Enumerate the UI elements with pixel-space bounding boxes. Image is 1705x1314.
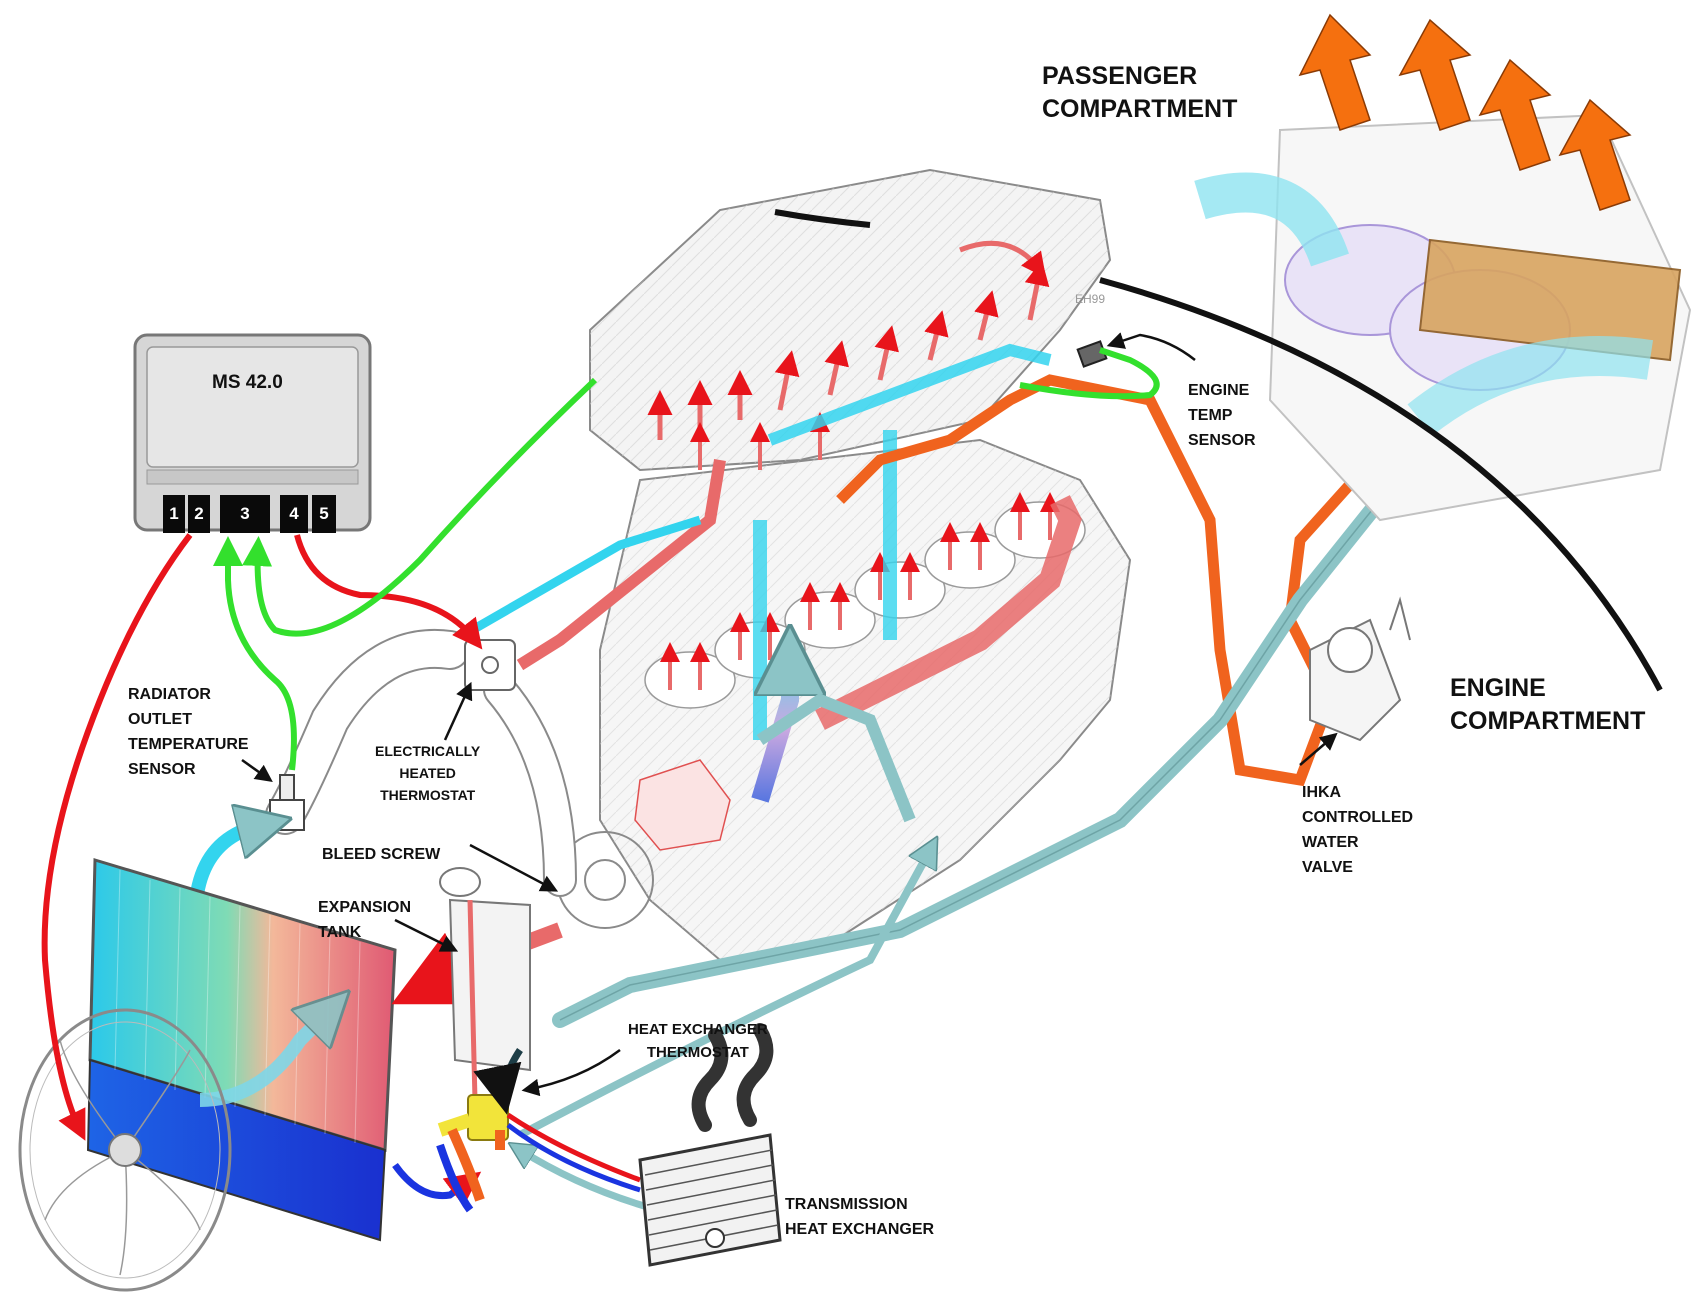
- expansion-tank-body: [440, 868, 530, 1100]
- label-ihka-valve: IHKA CONTROLLED WATER VALVE: [1302, 780, 1413, 880]
- label-engine-temp-sensor: ENGINE TEMP SENSOR: [1188, 378, 1256, 453]
- leader-heat-exchanger-thermostat: [525, 1050, 620, 1090]
- engine-temp-sensor-body: [1078, 341, 1107, 366]
- to-exchanger-hot: [508, 1115, 640, 1180]
- ecu-title: MS 42.0: [212, 372, 283, 394]
- thermostat-housing: [465, 640, 515, 690]
- label-passenger-compartment: PASSENGER COMPARTMENT: [1042, 60, 1237, 126]
- ecu-pin-2: 2: [188, 495, 210, 533]
- label-bleed-screw: BLEED SCREW: [322, 842, 440, 867]
- ecu-pin-3: 3: [220, 495, 270, 533]
- ecu-pin-5: 5: [312, 495, 336, 533]
- label-expansion-tank: EXPANSION TANK: [318, 895, 411, 945]
- label-radiator-outlet-sensor: RADIATOR OUTLET TEMPERATURE SENSOR: [128, 682, 249, 782]
- ecu-pin-1: 1: [163, 495, 185, 533]
- label-engine-compartment: ENGINE COMPARTMENT: [1450, 672, 1645, 738]
- label-transmission-heat-exchanger: TRANSMISSION HEAT EXCHANGER: [785, 1192, 934, 1242]
- label-thermostat: ELECTRICALLY HEATED THERMOSTAT: [375, 740, 480, 806]
- leader-thermostat: [445, 685, 470, 740]
- label-heat-exchanger-thermostat: HEAT EXCHANGER THERMOSTAT: [628, 1018, 768, 1064]
- ihka-valve-body: [1310, 600, 1410, 740]
- ecu-pin-4: 4: [280, 495, 308, 533]
- figure-code: EH99: [1075, 292, 1105, 306]
